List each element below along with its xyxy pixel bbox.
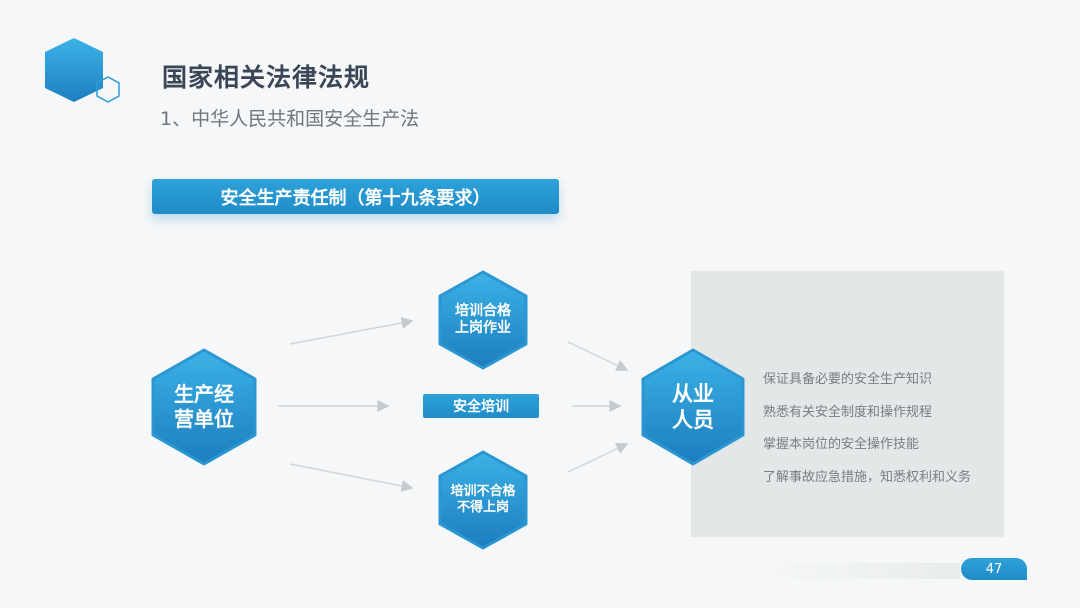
hex-pass-line2: 上岗作业 xyxy=(455,320,511,336)
arrow-pass-to-staff xyxy=(567,341,629,371)
hex-training-pass: 培训合格 上岗作业 xyxy=(437,270,529,370)
list-item: 了解事故应急措施，知悉权利和义务 xyxy=(763,469,972,485)
requirements-list: 保证具备必要的安全生产知识 熟悉有关安全制度和操作规程 掌握本岗位的安全操作技能… xyxy=(763,370,971,500)
page-title: 国家相关法律法规 xyxy=(162,63,371,92)
hex-training-fail: 培训不合格 不得上岗 xyxy=(437,450,529,550)
list-item: 保证具备必要的安全生产知识 xyxy=(763,372,933,387)
hex-fail-line2: 不得上岗 xyxy=(456,500,509,515)
hexagon-logo-icon xyxy=(40,35,130,110)
list-item: 掌握本岗位的安全操作技能 xyxy=(763,437,920,452)
hex-source-line2: 营单位 xyxy=(174,407,234,431)
hex-employees: 从业 人员 xyxy=(640,348,746,466)
arrow-source-to-fail xyxy=(289,463,414,492)
hex-production-unit: 生产经 营单位 xyxy=(150,348,258,466)
footer-divider xyxy=(755,563,960,579)
arrow-source-to-pass xyxy=(289,317,414,345)
hex-staff-line1: 从业 xyxy=(672,381,714,406)
arrow-fail-to-staff xyxy=(567,443,629,473)
safety-training-label: 安全培训 xyxy=(423,394,539,418)
page-subtitle: 1、中华人民共和国安全生产法 xyxy=(160,108,420,130)
hex-pass-line1: 培训合格 xyxy=(455,302,511,319)
hex-staff-line2: 人员 xyxy=(672,408,714,432)
section-banner: 安全生产责任制（第十九条要求） xyxy=(152,179,559,214)
hex-fail-line1: 培训不合格 xyxy=(450,483,516,499)
hex-source-line1: 生产经 xyxy=(174,382,234,406)
page-number-badge: 47 xyxy=(961,558,1027,580)
list-item: 熟悉有关安全制度和操作规程 xyxy=(763,404,933,420)
